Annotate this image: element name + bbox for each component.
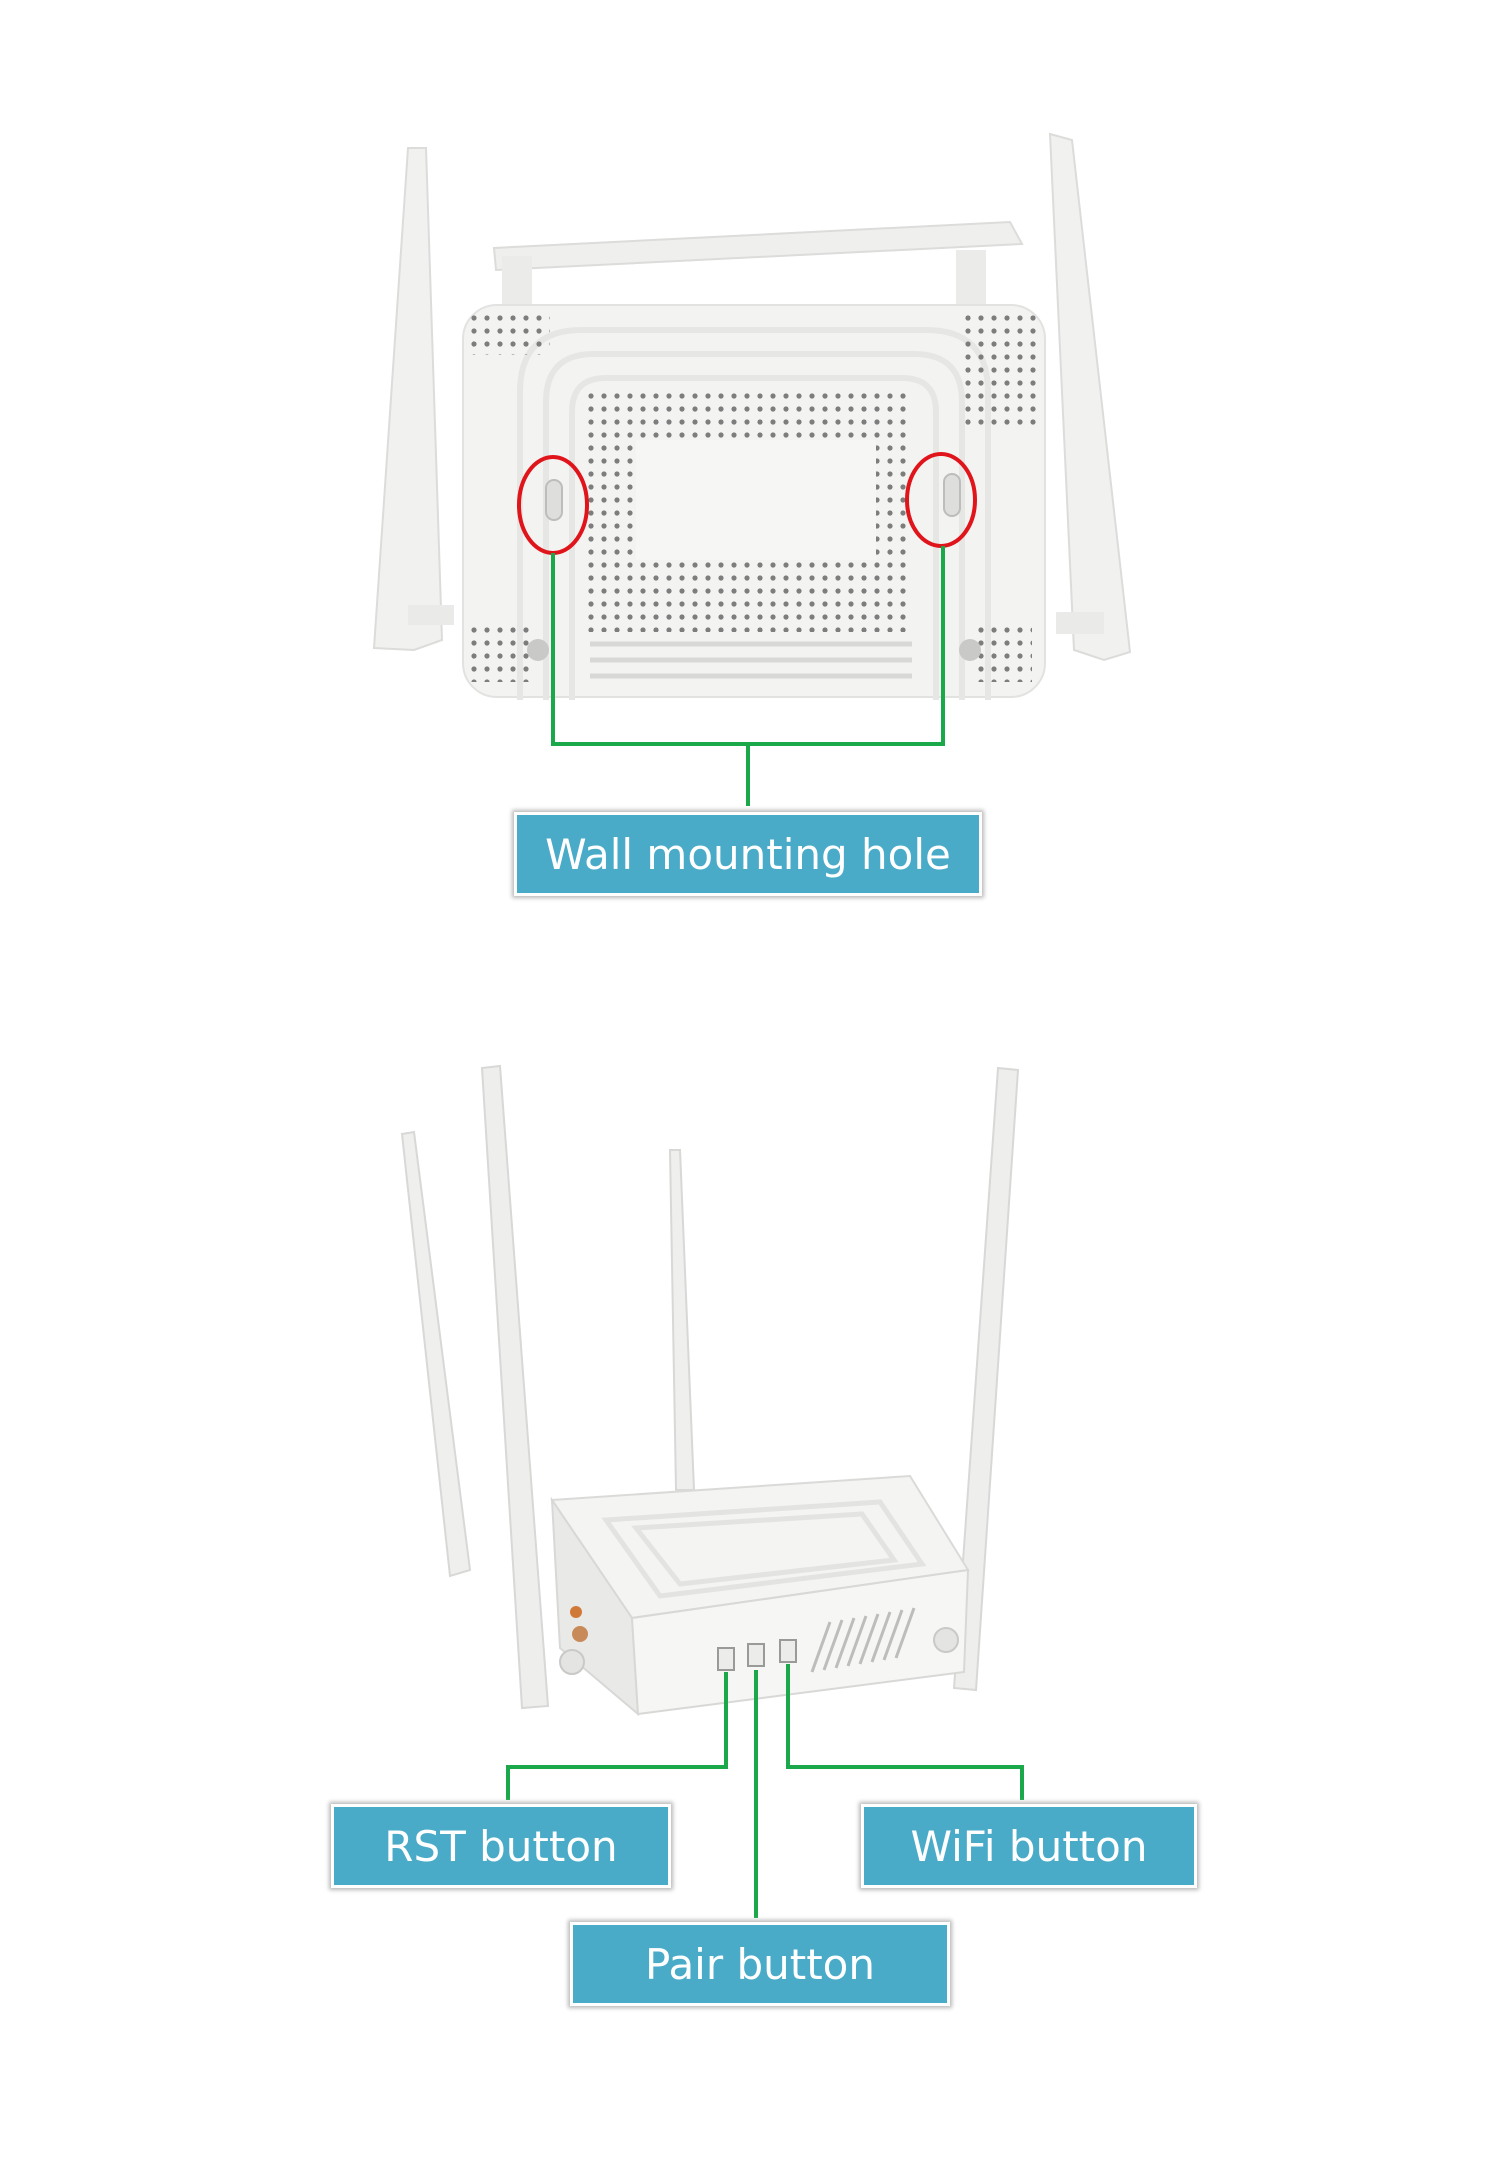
pair-button-label: Pair button <box>570 1922 950 2006</box>
button-connectors <box>506 1664 1024 1918</box>
wall-hole-connector <box>551 546 945 806</box>
wall-mounting-hole-text: Wall mounting hole <box>545 829 951 879</box>
router-underside-icon <box>372 132 1132 700</box>
wifi-button-text: WiFi button <box>910 1821 1148 1871</box>
pair-button-text: Pair button <box>645 1939 875 1989</box>
router-rear-view-icon <box>400 1064 1020 1717</box>
rst-button-text: RST button <box>384 1821 618 1871</box>
wifi-button-label: WiFi button <box>861 1804 1197 1888</box>
wall-mounting-hole-label: Wall mounting hole <box>514 812 982 896</box>
rst-button-label: RST button <box>331 1804 671 1888</box>
